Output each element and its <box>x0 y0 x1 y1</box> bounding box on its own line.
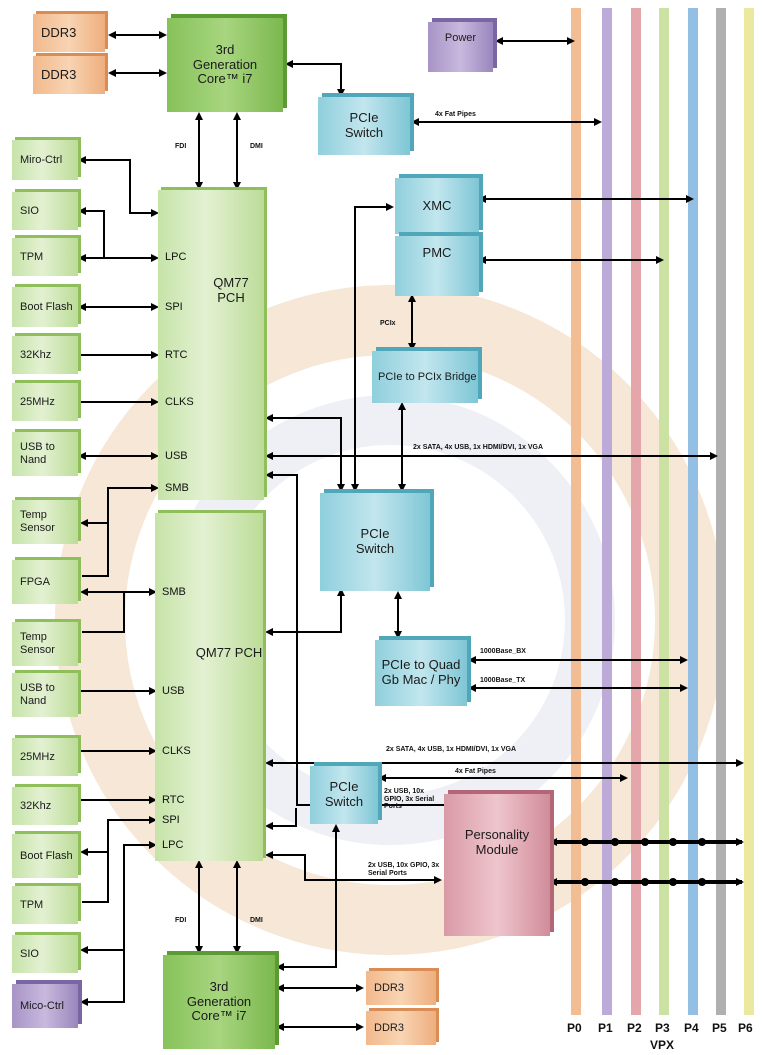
pcie-pcix-bridge: PCIe to PCIx Bridge <box>372 351 478 403</box>
vpx-label-p4: P4 <box>684 1021 699 1035</box>
dmi-label-bottom: DMI <box>250 917 263 924</box>
left-fpga: FPGA <box>12 560 78 604</box>
vpx-bus-p6 <box>744 8 754 1015</box>
sata-label-bottom: 2x SATA, 4x USB, 1x HDMI/DVI, 1x VGA <box>386 746 517 753</box>
vpx-bus-p3 <box>659 8 669 1015</box>
pch-top-port-rtc: RTC <box>165 349 188 361</box>
pch-top-port-lpc: LPC <box>165 251 187 263</box>
ddr3-top-1: DDR3 <box>33 14 105 52</box>
left-tpm-bottom: TPM <box>12 886 78 924</box>
vpx-label-p1: P1 <box>598 1021 613 1035</box>
power-block: Power <box>428 22 493 72</box>
ddr3-bottom-2: DDR3 <box>366 1011 436 1045</box>
pch-bottom-port-spi: SPI <box>162 814 180 826</box>
pch-top-port-usb: USB <box>165 450 188 462</box>
vpx-bus-p2 <box>631 8 641 1015</box>
left-25mhz-bottom: 25MHz <box>12 738 78 776</box>
fdi-label-bottom: FDI <box>175 917 187 924</box>
pch-bottom-port-smb: SMB <box>162 586 186 598</box>
vpx-label-p5: P5 <box>712 1021 727 1035</box>
pch-bottom-port-clks: CLKS <box>162 745 191 757</box>
left-sio-top: SIO <box>12 192 78 230</box>
pch-bottom-port-lpc: LPC <box>162 839 184 851</box>
ddr3-bottom-1: DDR3 <box>366 971 436 1005</box>
pcix-label: PCIx <box>380 320 396 327</box>
pmc-block: PMC <box>395 236 479 296</box>
left-boot-flash-bottom: Boot Flash <box>12 834 78 878</box>
sata-label-top: 2x SATA, 4x USB, 1x HDMI/DVI, 1x VGA <box>413 444 544 451</box>
left-miro-ctrl: Miro-Ctrl <box>12 140 78 180</box>
pch-top: QM77 PCH <box>158 190 264 500</box>
vpx-bus-p4 <box>688 8 698 1015</box>
left-temp-sensor-bottom: Temp Sensor <box>12 622 78 666</box>
pch-bottom: QM77 PCH <box>155 513 263 861</box>
fdi-label-top: FDI <box>175 143 187 150</box>
dmi-label-top: DMI <box>250 143 263 150</box>
fat-pipes-label: 4x Fat Pipes <box>435 111 476 118</box>
pcie-switch-mid: PCIe Switch <box>320 493 430 591</box>
gbe-tx-label: 1000Base_TX <box>480 677 526 684</box>
vpx-bus-p1 <box>602 8 612 1015</box>
vpx-label-p2: P2 <box>627 1021 642 1035</box>
left-sio-bottom: SIO <box>12 935 78 973</box>
pch-top-port-smb: SMB <box>165 482 189 494</box>
pcie-quad-gb: PCIe to Quad Gb Mac / Phy <box>375 640 467 706</box>
vpx-bus-p0 <box>571 8 581 1015</box>
left-tpm-top: TPM <box>12 238 78 276</box>
pch-bottom-port-rtc: RTC <box>162 794 185 806</box>
xmc-block: XMC <box>395 178 479 234</box>
personality-module: Personality Module <box>444 794 550 936</box>
vpx-label-p3: P3 <box>655 1021 670 1035</box>
left-25mhz-top: 25MHz <box>12 383 78 421</box>
left-temp-sensor-top: Temp Sensor <box>12 500 78 544</box>
pcie-switch-small: PCIe Switch <box>310 766 378 824</box>
pch-top-port-spi: SPI <box>165 301 183 313</box>
left-mico-ctrl: Mico-Ctrl <box>12 984 78 1028</box>
left-32khz-bottom: 32Khz <box>12 787 78 825</box>
cpu-bottom: 3rd Generation Core™ i7 <box>163 955 275 1049</box>
small-switch-io-label: 2x USB, 10x GPIO, 3x Serial Ports <box>384 788 435 811</box>
pch-top-port-clks: CLKS <box>165 396 194 408</box>
left-usb-nand-top: USB to Nand <box>12 432 78 476</box>
pch-bottom-port-usb: USB <box>162 685 185 697</box>
left-boot-flash-top: Boot Flash <box>12 287 78 327</box>
left-32khz-top: 32Khz <box>12 336 78 374</box>
ddr3-top-2: DDR3 <box>33 56 105 94</box>
gbe-bx-label: 1000Base_BX <box>480 648 526 655</box>
left-usb-nand-bottom: USB to Nand <box>12 673 78 717</box>
cpu-top: 3rd Generation Core™ i7 <box>167 18 283 112</box>
pch-io-label: 2x USB, 10x GPIO, 3x Serial Ports <box>368 862 440 877</box>
vpx-bus-p5 <box>716 8 726 1015</box>
fat-pipes-label-2: 4x Fat Pipes <box>455 768 496 775</box>
pcie-switch-top: PCIe Switch <box>318 97 410 155</box>
vpx-label-p0: P0 <box>567 1021 582 1035</box>
vpx-label-p6: P6 <box>738 1021 753 1035</box>
vpx-label: VPX <box>650 1038 675 1052</box>
